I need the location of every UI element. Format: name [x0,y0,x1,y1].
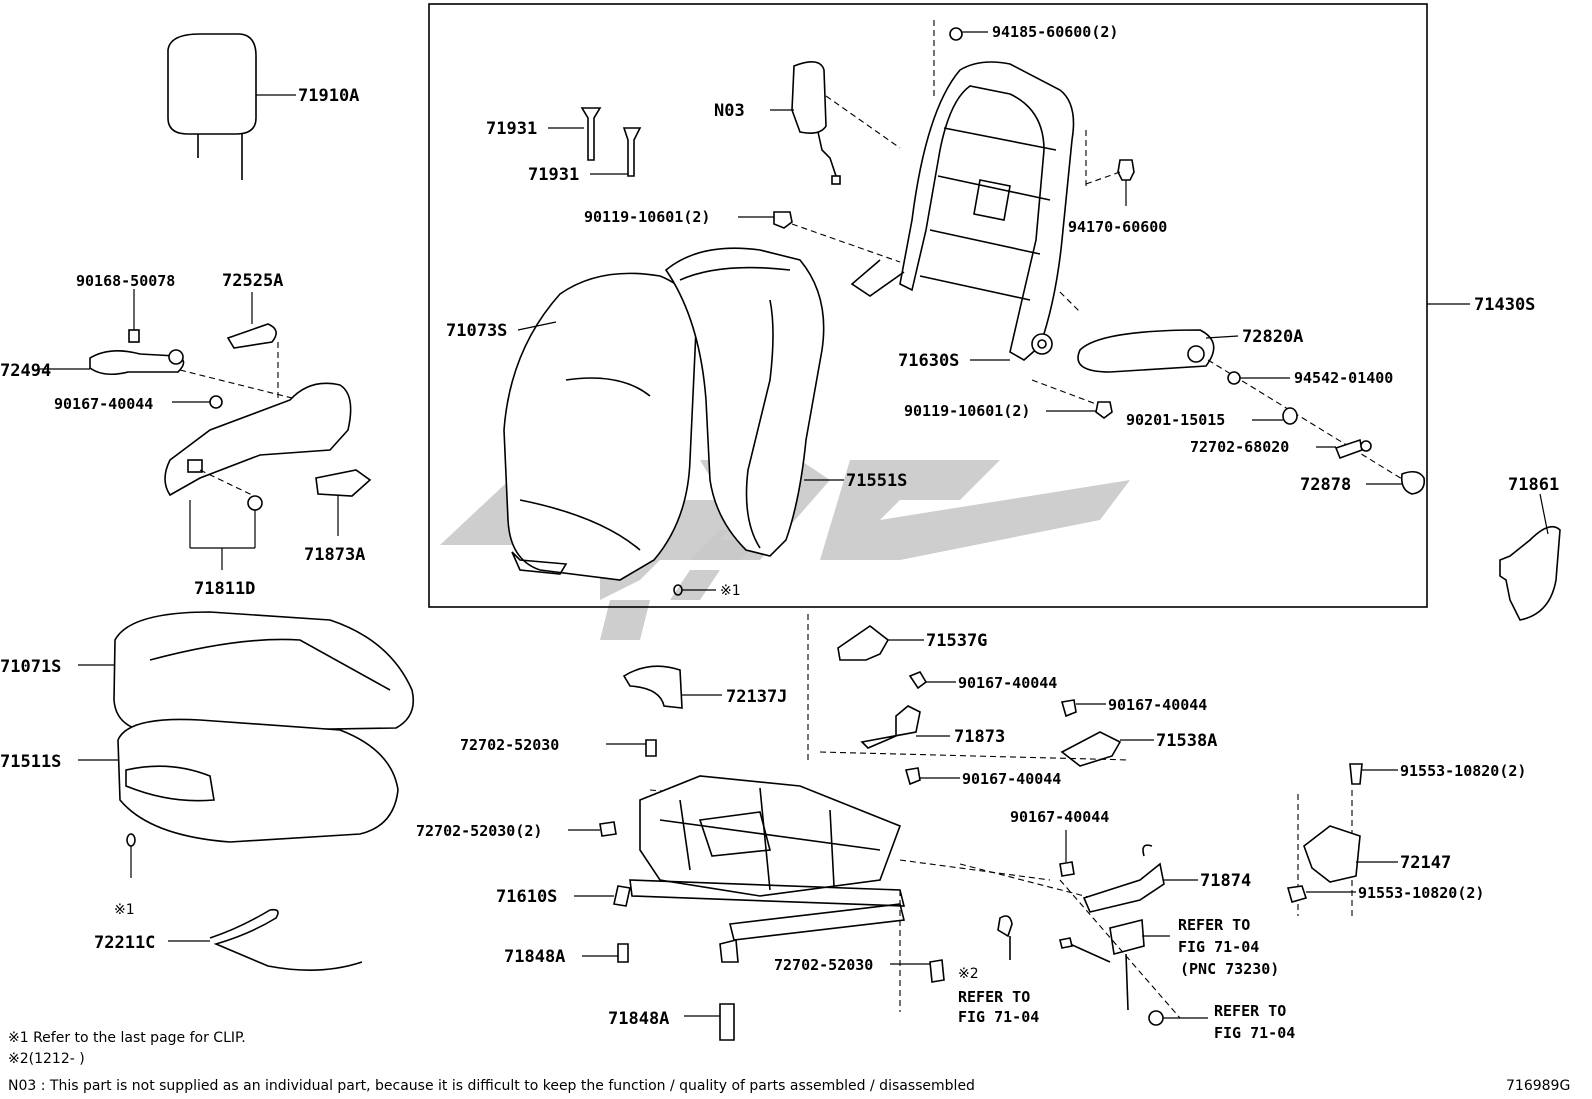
label-72702-68020: 72702-68020 [1190,438,1289,456]
label-90167-40044-e: 90167-40044 [1010,808,1109,826]
label-72147: 72147 [1400,853,1451,873]
seat-cushion-parts [78,611,415,971]
label-90168-50078: 90168-50078 [76,272,175,290]
label-71873: 71873 [954,727,1005,747]
bracket-72147-group [1286,763,1398,916]
label-71537G: 71537G [926,631,987,651]
clip-mark-left: ※1 [114,902,135,918]
label-72702-52030-b: 72702-52030(2) [416,822,542,840]
side-cover-71861 [1499,493,1561,621]
label-90167-40044-b: 90167-40044 [958,674,1057,692]
refer-a-line1: REFER TO [958,988,1030,1006]
label-71931-a: 71931 [486,119,537,139]
footnote-n03: N03 : This part is not supplied as an in… [8,1078,975,1094]
refer-b-line1: REFER TO [1178,916,1250,934]
label-71861: 71861 [1508,475,1559,495]
label-72494: 72494 [0,361,51,381]
refer-c-line2: FIG 71-04 [1214,1024,1295,1042]
seat-frame-parts [568,614,1208,1041]
label-94542-01400: 94542-01400 [1294,369,1393,387]
label-71811D: 71811D [194,579,255,599]
refer-a-line2: FIG 71-04 [958,1008,1039,1026]
label-71873A: 71873A [304,545,365,565]
label-91553-10820-b: 91553-10820(2) [1358,884,1484,902]
seatback-box-parts [503,20,1426,596]
label-72525A: 72525A [222,271,283,291]
label-90167-40044-d: 90167-40044 [962,770,1061,788]
label-71848A-a: 71848A [504,947,565,967]
label-71511S: 71511S [0,752,61,772]
label-94170-60600: 94170-60600 [1068,218,1167,236]
label-71430S: 71430S [1474,295,1535,315]
mark-2: ※2 [958,966,979,982]
label-72702-52030-a: 72702-52030 [460,736,559,754]
label-72211C: 72211C [94,933,155,953]
headrest-71910A [167,33,296,180]
seatback-assembly-box [428,3,1428,608]
refer-b-line3: (PNC 73230) [1180,960,1279,978]
label-71610S: 71610S [496,887,557,907]
figure-code: 716989G [1506,1078,1570,1094]
label-71538A: 71538A [1156,731,1217,751]
label-72820A: 72820A [1242,327,1303,347]
footnote-date-range: ※2(1212- ) [8,1051,85,1067]
label-90201-15015: 90201-15015 [1126,411,1225,429]
label-71874: 71874 [1200,871,1251,891]
label-90119-10601-a: 90119-10601(2) [584,208,710,226]
label-90167-40044-a: 90167-40044 [54,395,153,413]
label-72137J: 72137J [726,687,787,707]
label-71910A: 71910A [298,86,359,106]
label-72878: 72878 [1300,475,1351,495]
footnote-clip: ※1 Refer to the last page for CLIP. [8,1030,246,1046]
recliner-cover-parts [40,289,372,570]
label-71630S: 71630S [898,351,959,371]
label-72702-52030-c: 72702-52030 [774,956,873,974]
clip-mark-top: ※1 [720,583,741,599]
label-71551S: 71551S [846,471,907,491]
label-90119-10601-b: 90119-10601(2) [904,402,1030,420]
label-71931-b: 71931 [528,165,579,185]
refer-b-line2: FIG 71-04 [1178,938,1259,956]
label-91553-10820-a: 91553-10820(2) [1400,762,1526,780]
label-71848A-b: 71848A [608,1009,669,1029]
label-71073S: 71073S [446,321,507,341]
label-71071S: 71071S [0,657,61,677]
label-90167-40044-c: 90167-40044 [1108,696,1207,714]
label-94185-60600: 94185-60600(2) [992,23,1118,41]
label-N03: N03 [714,101,745,121]
refer-c-line1: REFER TO [1214,1002,1286,1020]
